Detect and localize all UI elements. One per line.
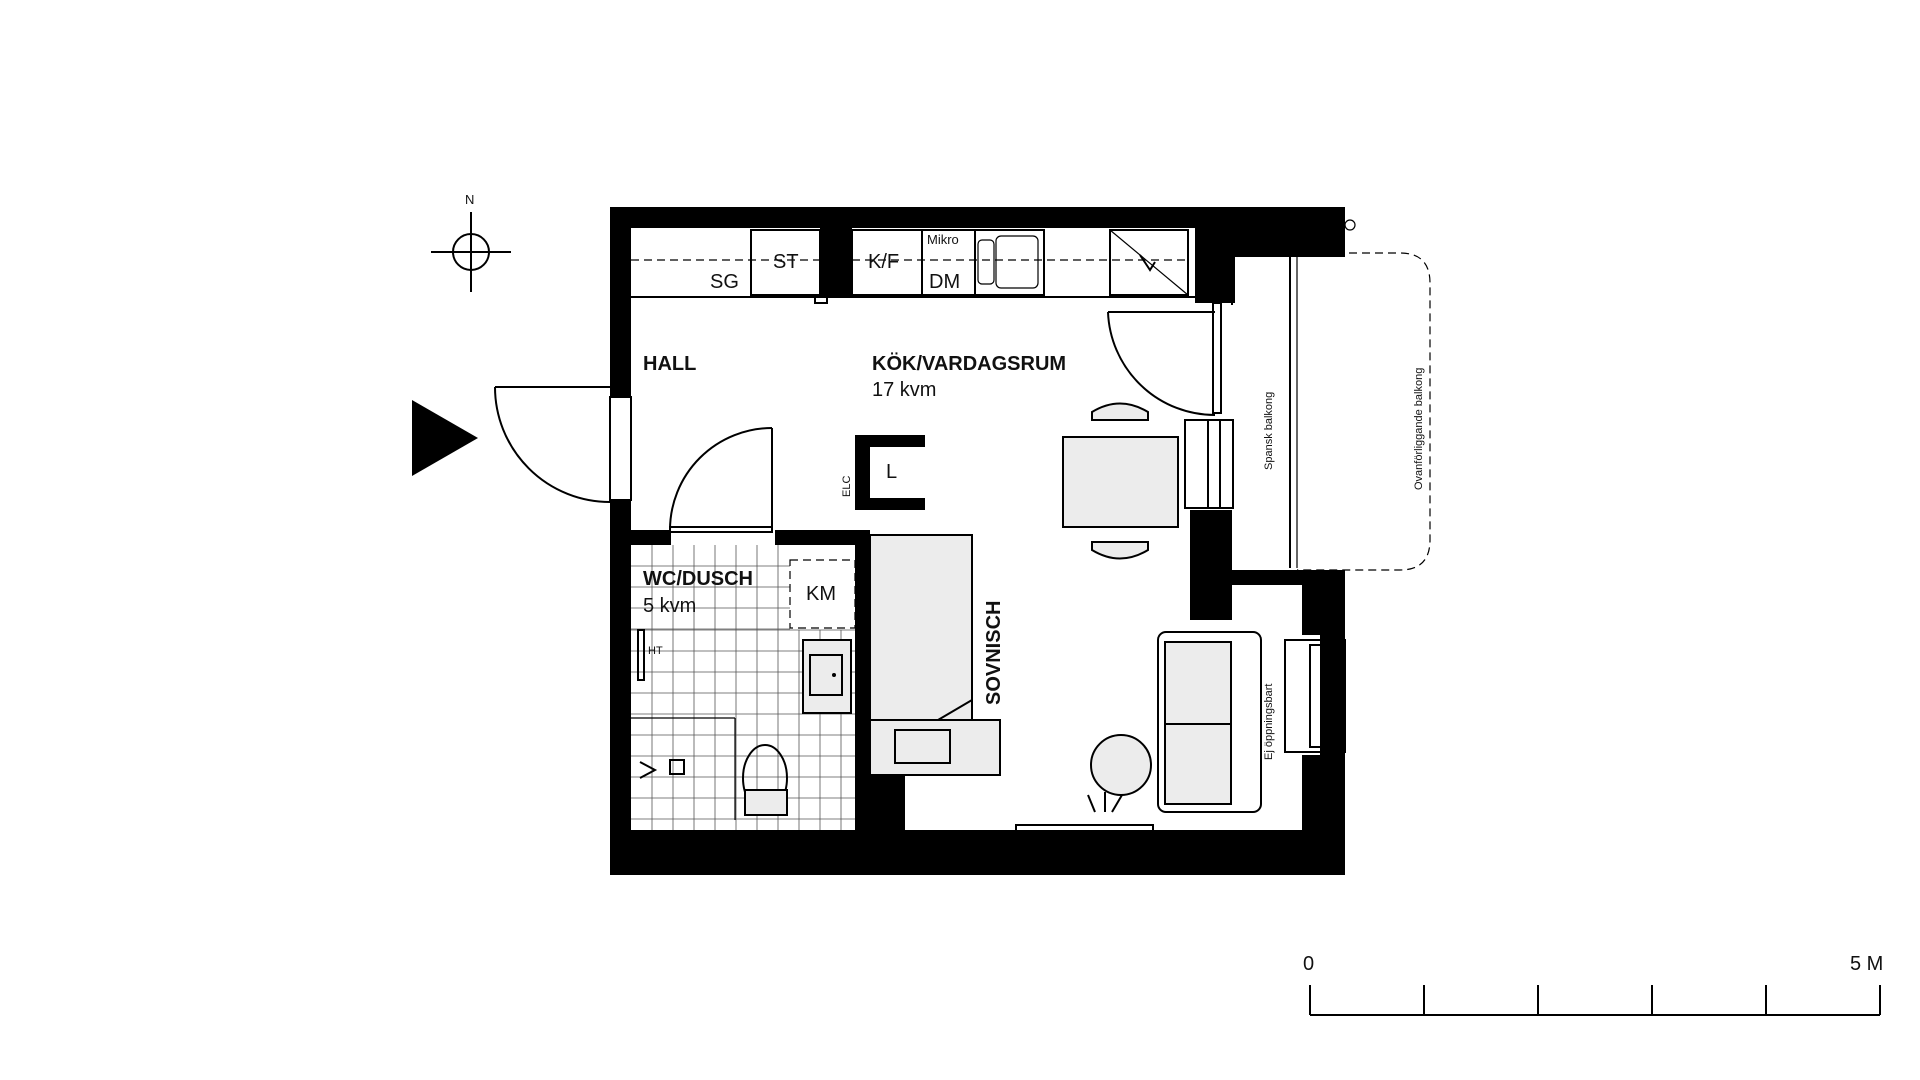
kitchen-counter [631, 229, 1195, 304]
room-area-bathroom: 5 kvm [643, 595, 696, 617]
bathroom-fixtures [631, 559, 856, 820]
label-projecting-balcony: Ovanförliggande balkong [1413, 368, 1425, 490]
room-label-kitchen-living: KÖK/VARDAGSRUM [872, 352, 1066, 375]
scale-bar-end-label: 5 M [1850, 953, 1883, 975]
entry-arrow-icon [412, 400, 478, 476]
fixture-label-washing-machine: KM [806, 583, 836, 605]
room-area-kitchen-living: 17 kvm [872, 379, 936, 401]
fixture-label-electrical: ELC [841, 476, 853, 497]
dining-table [1062, 402, 1179, 560]
compass-icon [431, 212, 511, 292]
fixture-label-towel-heater: HT [648, 645, 663, 657]
walls [610, 207, 1345, 875]
fixture-label-storage: ST [773, 251, 799, 273]
lamp-icon [1087, 792, 1123, 813]
scale-bar [1309, 985, 1881, 1016]
fixture-label-microwave: Mikro [927, 232, 959, 247]
tv-bench [1015, 824, 1154, 834]
fixture-label-fridge-freezer: K/F [868, 251, 899, 273]
fixture-label-closet: L [886, 461, 897, 483]
balcony-windows [1184, 219, 1431, 753]
fixture-label-dishwasher: DM [929, 271, 960, 293]
compass-north-label: N [465, 192, 474, 207]
bed [869, 534, 1001, 776]
doors [494, 302, 1222, 533]
label-french-balcony: Spansk balkong [1263, 392, 1275, 470]
room-label-bathroom: WC/DUSCH [643, 568, 753, 590]
scale-bar-start-label: 0 [1303, 953, 1314, 975]
room-label-hall: HALL [643, 353, 696, 375]
label-fixed-window: Ej öppningsbart [1263, 684, 1275, 760]
fixture-label-wardrobe: SG [710, 271, 739, 293]
room-label-sleeping-niche: SOVNISCH [983, 601, 1005, 705]
sofa [1157, 631, 1262, 813]
round-table [1090, 734, 1152, 796]
